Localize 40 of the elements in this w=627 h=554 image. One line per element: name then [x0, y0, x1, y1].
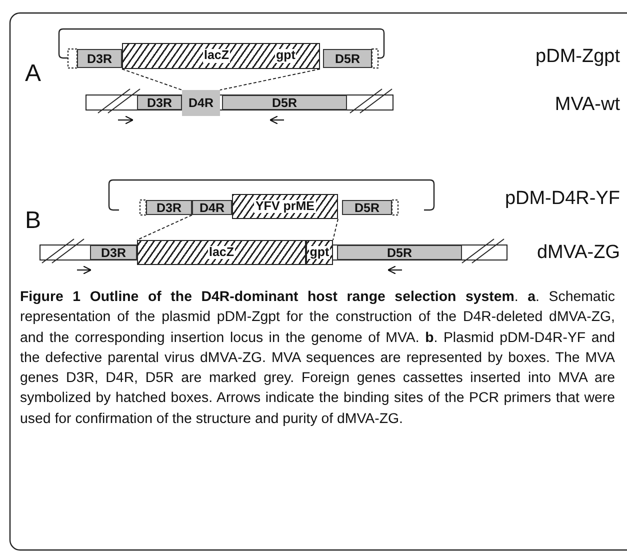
plasmid-name: pDM-D4R-YF	[504, 188, 620, 210]
connector-line	[122, 68, 182, 90]
foreign-gene-cassette	[306, 240, 333, 265]
gene-name: D5R	[334, 52, 360, 66]
figure-caption: Figure 1 Outline of the D4R-dominant host range selection system. a. Schematic representation of the plasmid pDM-Zgpt for the construction of the D4R-deleted dMVA-ZG, and the corresponding insertion locus in the genome of MVA. b. Plasmid pDM-D4R-YF and the defective parental virus dMVA-ZG. MVA sequences are represented by boxes. The MVA genes D3R, D4R, D5R are marked grey. Foreign genes cassettes inserted into MVA are symbolized by hatched boxes. Arrows indicate the binding sites of the PCR primers that were used for confirmation of the structure and purity of dMVA-ZG.	[20, 288, 615, 429]
gene-name: D5R	[354, 200, 380, 214]
virus-name: dMVA-ZG	[536, 242, 620, 264]
connector-line	[220, 68, 320, 90]
gene-name: D3R	[86, 52, 112, 66]
gene-name: D4R	[188, 96, 214, 110]
gene-name: D3R	[146, 96, 172, 110]
gene-name: gpt	[308, 246, 330, 260]
virus-name: MVA-wt	[554, 94, 620, 116]
gene-name: D5R	[272, 96, 297, 110]
gene-name: lacZ	[208, 246, 235, 260]
gene-box	[192, 200, 232, 215]
gene-box	[337, 245, 462, 260]
gene-name: D3R	[100, 246, 126, 260]
foreign-gene-cassette	[122, 43, 320, 69]
gene-box	[77, 49, 122, 68]
gene-name: gpt	[275, 49, 296, 63]
gene-name: D4R	[199, 200, 224, 214]
gene-name: D5R	[386, 246, 412, 260]
gene-box	[222, 95, 347, 110]
gene-box	[90, 245, 137, 260]
gene-name: lacZ	[203, 49, 230, 63]
gene-box	[137, 95, 182, 110]
gene-box	[342, 200, 392, 215]
connector-line	[332, 218, 338, 240]
foreign-gene-cassette	[232, 194, 338, 219]
gene-name: D3R	[156, 200, 182, 214]
gene-box	[182, 90, 220, 116]
gene-name: YFV prME	[254, 200, 316, 214]
gene-box	[146, 200, 192, 215]
connector-line	[136, 214, 192, 240]
panel-label: A	[25, 60, 42, 88]
foreign-gene-cassette	[137, 240, 306, 265]
gene-box	[323, 49, 372, 68]
panel-label: B	[25, 207, 42, 235]
plasmid-name: pDM-Zgpt	[536, 46, 620, 68]
